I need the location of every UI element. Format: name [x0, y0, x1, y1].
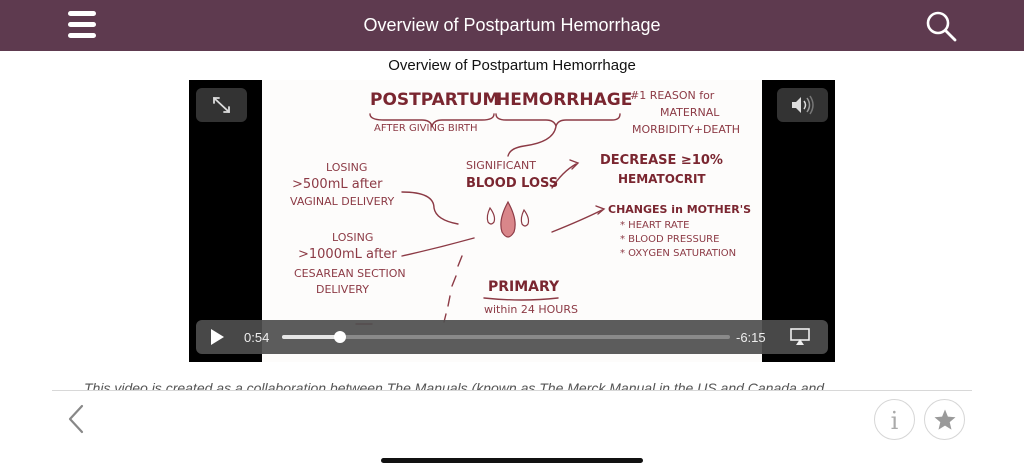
frame-losing-2: LOSING — [332, 231, 374, 244]
progress-track[interactable] — [282, 331, 730, 343]
frame-changes: CHANGES in MOTHER'S — [608, 203, 752, 216]
progress-knob[interactable] — [334, 331, 347, 343]
top-bar: Overview of Postpartum Hemorrhage — [0, 0, 1024, 51]
playback-controls: 0:54 -6:15 — [196, 320, 828, 354]
frame-oxygen: * OXYGEN SATURATION — [620, 248, 737, 259]
page-title: Overview of Postpartum Hemorrhage — [363, 15, 661, 35]
frame-blood-pressure: * BLOOD PRESSURE — [620, 234, 720, 245]
divider — [52, 390, 972, 391]
video-frame: POSTPARTUM HEMORRHAGE #1 REASON for MATE… — [262, 80, 762, 362]
play-icon[interactable] — [208, 328, 226, 346]
frame-significant: SIGNIFICANT — [466, 159, 536, 172]
search-icon[interactable] — [924, 9, 958, 43]
home-indicator — [381, 458, 643, 463]
video-description-text: This video is created as a collaboration… — [84, 380, 825, 391]
expand-icon[interactable] — [196, 88, 247, 122]
frame-reason-line2: MATERNAL — [660, 106, 720, 119]
frame-cesarean-section: CESAREAN SECTION — [294, 267, 406, 280]
time-elapsed: 0:54 — [244, 330, 270, 345]
frame-vaginal-amount: >500mL after — [292, 177, 383, 192]
video-description: This video is created as a collaboration… — [84, 379, 944, 391]
frame-within: within 24 HOURS — [484, 303, 578, 316]
chevron-left-icon[interactable] — [64, 402, 88, 436]
video-title: Overview of Postpartum Hemorrhage — [388, 57, 636, 74]
frame-heart-rate: * HEART RATE — [620, 220, 690, 231]
progress-fill — [282, 335, 341, 339]
frame-heading-postpartum: POSTPARTUM — [370, 90, 500, 110]
hamburger-menu-icon[interactable] — [66, 9, 100, 41]
frame-primary: PRIMARY — [488, 279, 560, 295]
frame-cesarean-delivery: DELIVERY — [316, 283, 369, 296]
frame-heading-hemorrhage: HEMORRHAGE — [496, 90, 633, 110]
volume-icon[interactable] — [777, 88, 828, 122]
airplay-icon[interactable] — [790, 328, 810, 346]
info-icon[interactable]: i — [874, 399, 915, 440]
frame-hematocrit: HEMATOCRIT — [618, 172, 706, 186]
frame-after-birth: AFTER GIVING BIRTH — [374, 123, 478, 134]
time-remaining: -6:15 — [736, 330, 766, 345]
frame-blood-loss: BLOOD LOSS — [466, 176, 559, 191]
frame-decrease: DECREASE ≥10% — [600, 153, 723, 168]
info-label: i — [890, 407, 899, 435]
frame-cesarean-amount: >1000mL after — [298, 247, 397, 262]
video-player[interactable]: POSTPARTUM HEMORRHAGE #1 REASON for MATE… — [189, 80, 835, 362]
star-icon[interactable] — [924, 399, 965, 440]
frame-vaginal-delivery: VAGINAL DELIVERY — [290, 195, 395, 208]
frame-reason-line1: #1 REASON for — [630, 89, 715, 102]
whiteboard-drawing — [355, 113, 621, 325]
frame-losing-1: LOSING — [326, 161, 368, 174]
frame-reason-line3: MORBIDITY+DEATH — [632, 123, 741, 136]
